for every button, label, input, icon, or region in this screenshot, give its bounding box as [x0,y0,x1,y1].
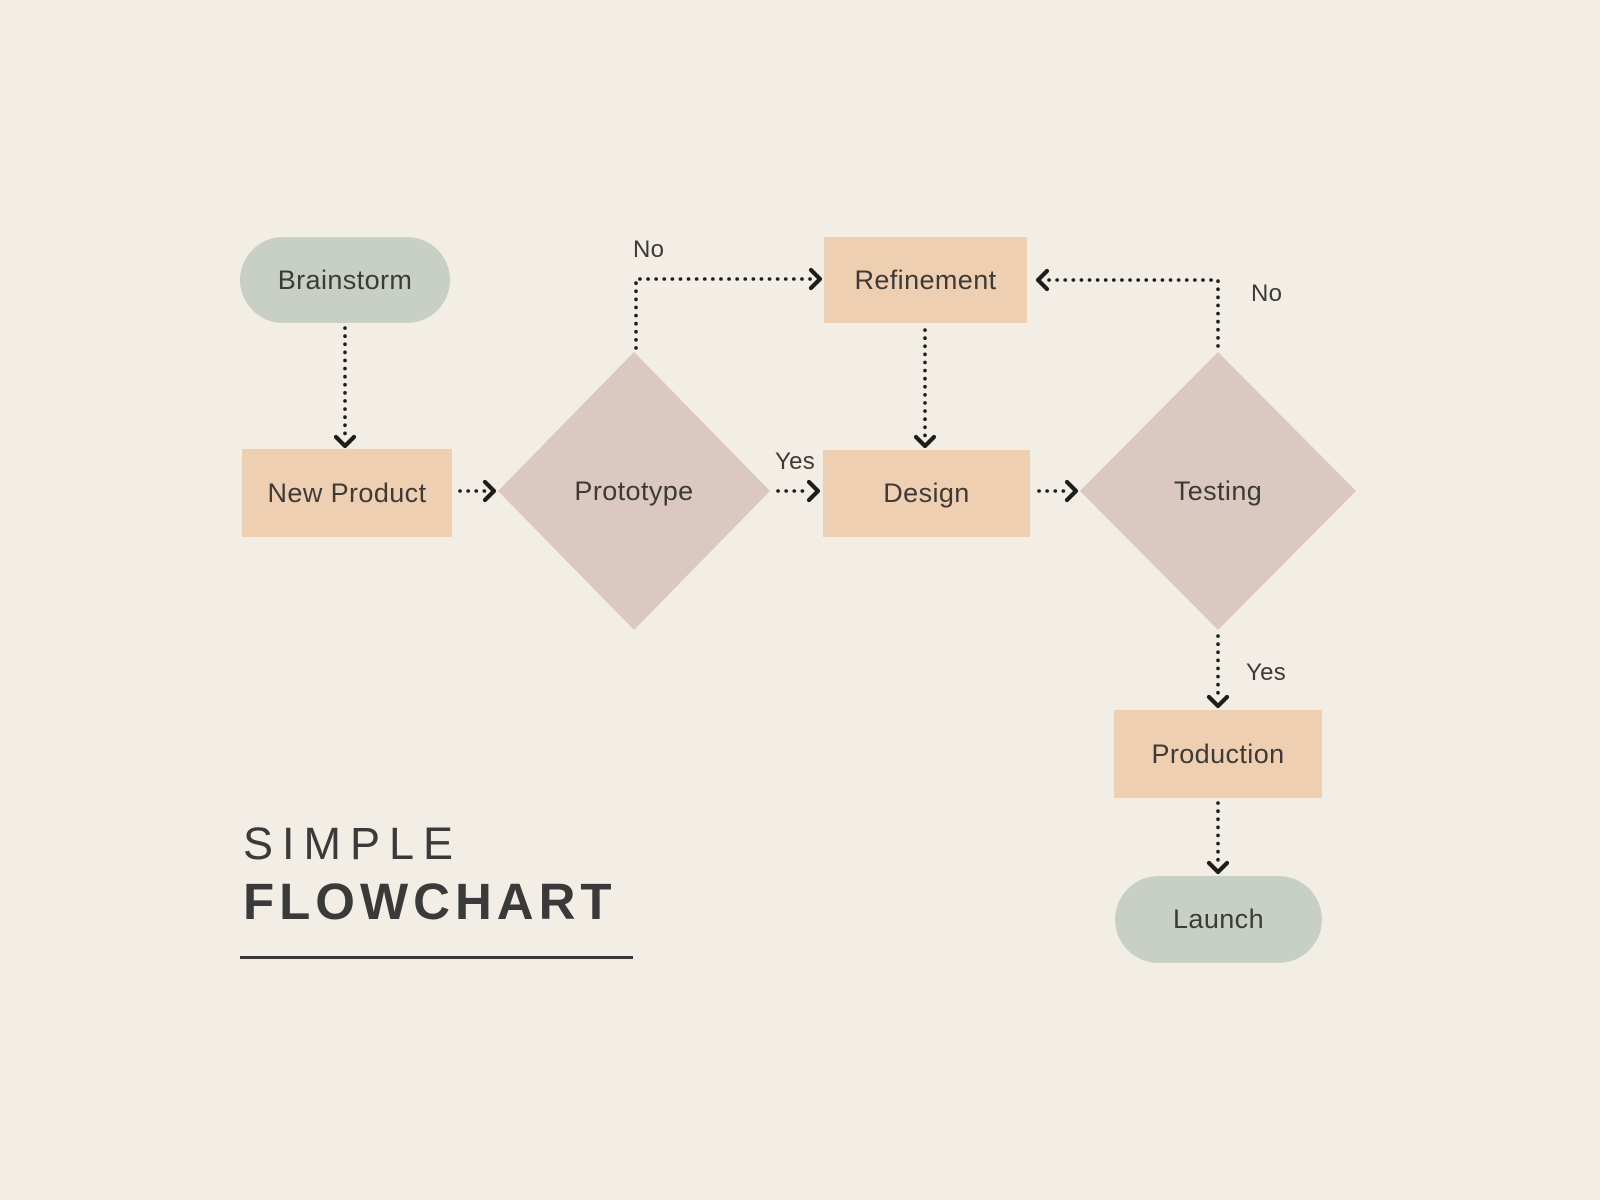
page-title-line2: FLOWCHART [243,873,617,930]
arrowhead-left-refinement [1035,268,1050,292]
node-production: Production [1114,710,1322,798]
title-underline [240,956,633,959]
arrowhead-down-design [913,434,937,449]
edge-label-testing-no: No [1251,280,1283,307]
page-title-line1: SIMPLE [243,818,463,869]
edge-label-prototype-no: No [633,236,665,263]
node-prototype: Prototype [498,352,770,630]
node-new-product-label: New Product [267,477,427,508]
arrowhead-down-new-product [333,434,357,449]
node-refinement-label: Refinement [854,264,997,295]
edge-label-prototype-yes: Yes [775,448,816,475]
arrowhead-right-testing [1064,479,1079,503]
edge-prototype-no-to-refinement [634,277,814,350]
arrowhead-down-production [1206,694,1230,709]
node-new-product: New Product [242,449,452,537]
node-refinement: Refinement [824,237,1027,323]
arrowhead-right-prototype [482,479,497,503]
arrowhead-down-launch [1206,860,1230,875]
node-production-label: Production [1151,738,1285,769]
node-testing: Testing [1080,352,1356,630]
node-design-label: Design [883,478,970,508]
node-brainstorm-label: Brainstorm [277,264,413,295]
node-design: Design [823,450,1030,537]
node-brainstorm: Brainstorm [240,237,450,323]
node-prototype-label: Prototype [574,475,694,506]
arrowhead-right-refinement [808,267,823,291]
node-launch-label: Launch [1173,904,1264,934]
arrowhead-right-design [806,479,821,503]
edge-label-testing-yes: Yes [1246,659,1287,686]
edge-testing-no-to-refinement [1044,278,1220,348]
node-testing-label: Testing [1173,475,1263,506]
node-launch: Launch [1115,876,1322,963]
